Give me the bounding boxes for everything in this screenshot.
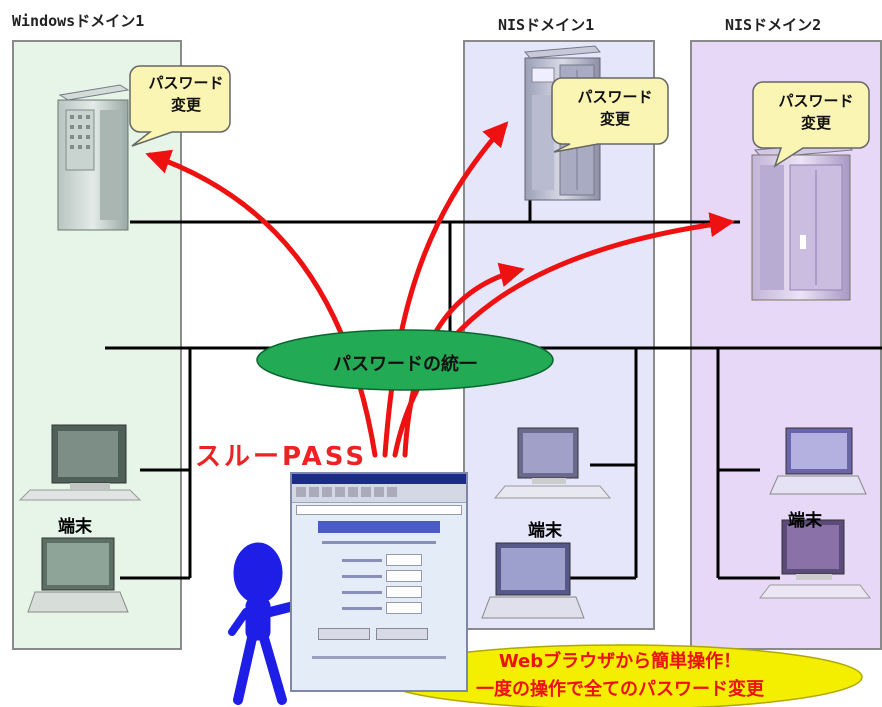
nis1-callout-line2: 変更: [599, 110, 630, 128]
nis2-monitor-icon: [758, 519, 872, 599]
windows-callout: パスワード 変更: [148, 72, 224, 116]
windows-laptop-icon: [27, 537, 129, 613]
nis-domain1-title: NISドメイン1: [498, 16, 595, 34]
speech-bubbles: [129, 65, 870, 168]
password-sync-arrows: [145, 121, 735, 458]
nis2-callout-line2: 変更: [800, 114, 831, 132]
browser-text-line: [322, 541, 436, 544]
unification-ellipse: [256, 329, 554, 391]
windows-callout-line2: 変更: [170, 96, 201, 114]
browser-address-bar: [296, 505, 462, 515]
windows-monitor-icon: [18, 424, 142, 501]
windows-domain-title: Windowsドメイン1: [12, 12, 145, 30]
nis1-callout: パスワード 変更: [562, 86, 668, 130]
browser-window: [290, 472, 468, 692]
nis2-callout: パスワード 変更: [763, 90, 869, 134]
nis1-callout-line1: パスワード: [577, 88, 653, 106]
nis1-terminal-label: 端末: [528, 521, 562, 541]
nis2-terminal-label: 端末: [788, 511, 822, 531]
browser-header-band: [318, 521, 440, 533]
browser-titlebar: [292, 474, 466, 484]
unification-label: パスワードの統一: [333, 354, 477, 375]
windows-server-icon: [57, 84, 130, 231]
nis-domain2-title: NISドメイン2: [725, 16, 822, 34]
windows-terminal-label: 端末: [58, 517, 92, 537]
browser-footer-line: [312, 656, 446, 659]
bottom-banner-line2: 一度の操作で全てのパスワード変更: [476, 679, 764, 700]
product-name: スルーPASS: [195, 442, 368, 472]
browser-form: [342, 554, 466, 614]
browser-buttons: [318, 628, 466, 640]
browser-toolbar: [292, 484, 466, 503]
user-figure-icon: [228, 542, 303, 705]
bottom-banner-line1: Webブラウザから簡単操作！: [498, 651, 742, 672]
nis2-laptop-icon: [769, 427, 867, 495]
nis1-monitor-icon: [493, 427, 612, 499]
windows-callout-line1: パスワード: [148, 74, 224, 92]
nis2-callout-line1: パスワード: [778, 92, 854, 110]
nis1-laptop-icon: [481, 542, 585, 619]
bottom-banner-text: Webブラウザから簡単操作！ 一度の操作で全てのパスワード変更: [385, 648, 855, 704]
nis2-server-icon: [751, 141, 854, 301]
